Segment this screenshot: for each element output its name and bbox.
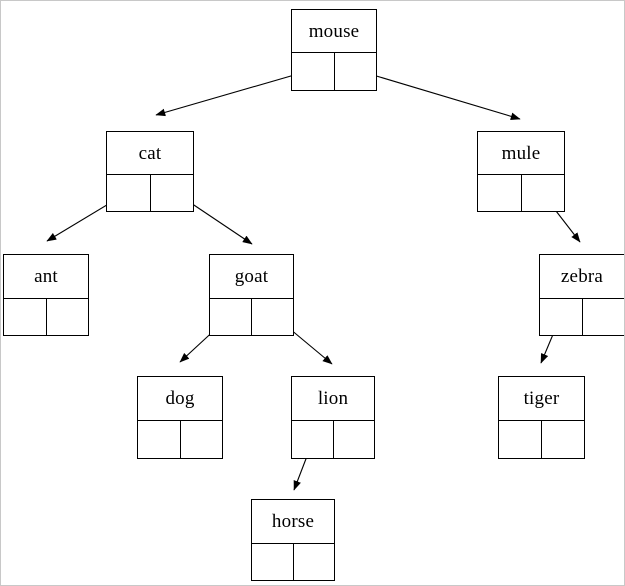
node-label-goat: goat <box>234 266 269 287</box>
node-label-zebra: zebra <box>560 266 604 287</box>
tree-node-cat[interactable]: cat <box>106 131 194 212</box>
tree-node-mouse[interactable]: mouse <box>291 9 377 91</box>
node-left-pointer-mule[interactable] <box>478 175 522 211</box>
node-right-pointer-tiger[interactable] <box>542 421 584 458</box>
node-right-pointer-mouse[interactable] <box>334 53 376 90</box>
node-right-pointer-cat[interactable] <box>150 175 193 211</box>
node-right-pointer-lion[interactable] <box>333 421 374 458</box>
tree-edge-mouse-to-mule <box>352 68 521 121</box>
tree-node-tiger[interactable]: tiger <box>498 376 585 459</box>
tree-node-dog[interactable]: dog <box>137 376 223 459</box>
node-pointer-row-dog <box>138 420 222 458</box>
node-label-lion: lion <box>317 388 349 409</box>
node-left-pointer-zebra[interactable] <box>540 299 583 335</box>
node-pointer-row-zebra <box>540 298 624 335</box>
node-right-pointer-zebra[interactable] <box>582 299 624 335</box>
node-right-pointer-goat[interactable] <box>252 299 293 335</box>
tree-node-zebra[interactable]: zebra <box>539 254 624 336</box>
node-pointer-row-mouse <box>292 52 376 90</box>
tree-node-horse[interactable]: horse <box>251 499 335 581</box>
node-pointer-row-lion <box>292 420 374 458</box>
node-label-dog: dog <box>165 388 195 409</box>
node-left-pointer-lion[interactable] <box>292 421 334 458</box>
node-pointer-row-cat <box>107 174 193 211</box>
tree-node-lion[interactable]: lion <box>291 376 375 459</box>
node-label-tiger: tiger <box>523 388 560 409</box>
node-label-cat: cat <box>138 142 162 164</box>
node-left-pointer-cat[interactable] <box>107 175 151 211</box>
node-left-pointer-ant[interactable] <box>4 299 47 335</box>
node-left-pointer-goat[interactable] <box>210 299 252 335</box>
node-pointer-row-mule <box>478 174 564 211</box>
node-pointer-row-tiger <box>499 420 584 458</box>
node-label-ant: ant <box>34 266 58 287</box>
tree-node-goat[interactable]: goat <box>209 254 294 336</box>
node-left-pointer-tiger[interactable] <box>499 421 542 458</box>
node-left-pointer-mouse[interactable] <box>292 53 335 90</box>
tree-node-ant[interactable]: ant <box>3 254 89 336</box>
node-pointer-row-ant <box>4 298 88 335</box>
node-right-pointer-dog[interactable] <box>180 421 222 458</box>
node-right-pointer-ant[interactable] <box>46 299 88 335</box>
node-pointer-row-goat <box>210 298 293 335</box>
node-pointer-row-horse <box>252 543 334 580</box>
node-label-horse: horse <box>271 511 315 532</box>
tree-node-mule[interactable]: mule <box>477 131 565 212</box>
node-right-pointer-horse[interactable] <box>293 544 334 580</box>
node-left-pointer-dog[interactable] <box>138 421 181 458</box>
node-right-pointer-mule[interactable] <box>521 175 564 211</box>
node-label-mouse: mouse <box>308 20 360 42</box>
node-label-mule: mule <box>501 142 541 164</box>
node-left-pointer-horse[interactable] <box>252 544 294 580</box>
